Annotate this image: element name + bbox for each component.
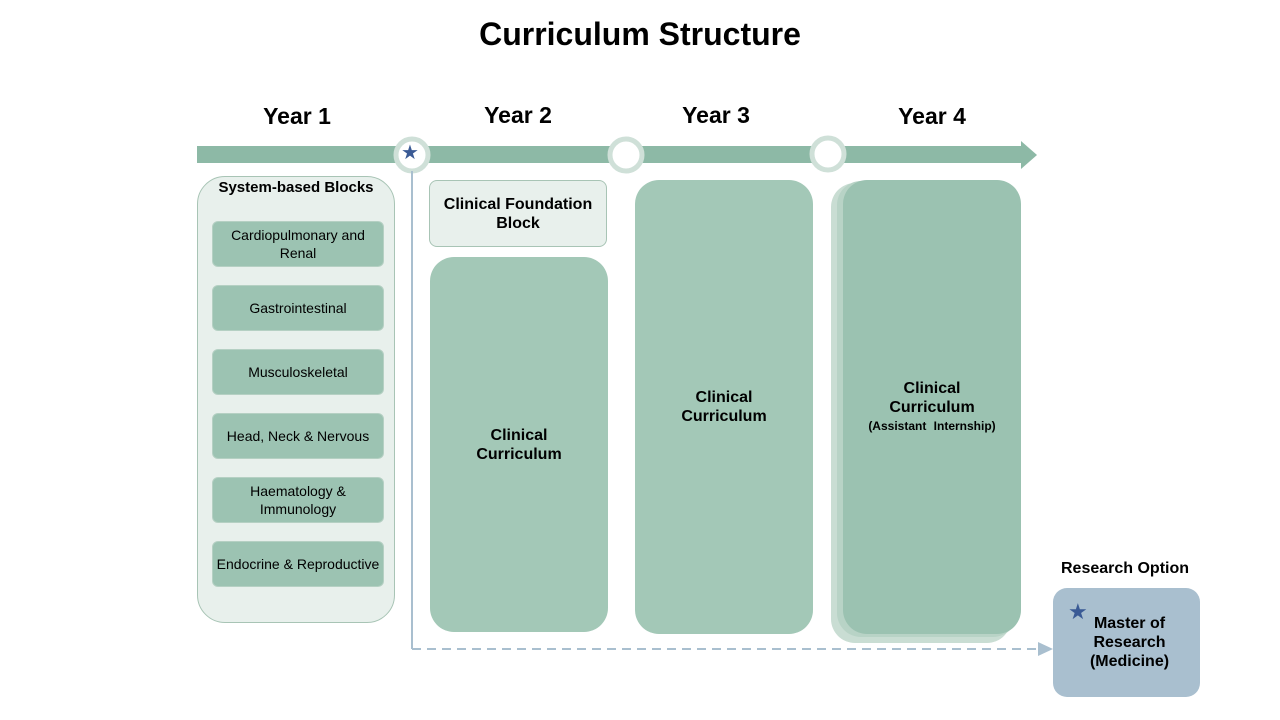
year2-clinical-curriculum: Clinical Curriculum <box>430 257 608 632</box>
block-label: Gastrointestinal <box>249 300 347 316</box>
year-4-label: Year 4 <box>898 103 966 129</box>
milestone-year4 <box>809 135 847 173</box>
timeline-arrowhead <box>1021 141 1037 169</box>
block-gastrointestinal: Gastrointestinal <box>212 285 384 331</box>
block-head-neck-nervous: Head, Neck & Nervous <box>212 413 384 459</box>
year-3-label: Year 3 <box>682 102 750 128</box>
system-blocks-heading: System-based Blocks <box>218 179 374 196</box>
clinical-curriculum-label: Clinical Curriculum <box>681 389 767 425</box>
block-label: Endocrine & Reproductive <box>216 556 380 572</box>
block-label: Head, Neck & Nervous <box>226 428 370 444</box>
block-cardiopulmonary: Cardiopulmonary and Renal <box>212 221 384 267</box>
master-of-research-label: Master of Research (Medicine) <box>1089 615 1170 670</box>
block-label: Haematology & Immunology <box>250 483 346 517</box>
year-1-label: Year 1 <box>263 103 331 129</box>
block-endocrine: Endocrine & Reproductive <box>212 541 384 587</box>
year3-clinical-curriculum: Clinical Curriculum <box>635 180 813 634</box>
clinical-foundation-label: Clinical Foundation Block <box>443 195 593 232</box>
block-label: Cardiopulmonary and Renal <box>231 227 365 261</box>
year4-clinical-curriculum: Clinical Curriculum (Assistant Internshi… <box>843 180 1021 634</box>
assistant-internship-label: (Assistant Internship) <box>868 418 996 433</box>
block-haematology: Haematology & Immunology <box>212 477 384 523</box>
diagram-title: Curriculum Structure <box>479 16 801 52</box>
research-option-label: Research Option <box>1060 560 1190 577</box>
milestone-year3 <box>607 136 645 174</box>
star-icon: ★ <box>1068 599 1088 624</box>
research-connector-arrowhead <box>1038 642 1053 656</box>
master-of-research-box: Master of Research (Medicine) <box>1053 588 1200 697</box>
clinical-curriculum-label: Clinical Curriculum <box>476 426 562 463</box>
block-musculoskeletal: Musculoskeletal <box>212 349 384 395</box>
clinical-foundation-block: Clinical Foundation Block <box>429 180 607 247</box>
star-icon: ★ <box>401 142 419 164</box>
block-label: Musculoskeletal <box>248 364 348 380</box>
clinical-curriculum-label: Clinical Curriculum <box>889 379 975 416</box>
year-2-label: Year 2 <box>484 102 552 128</box>
